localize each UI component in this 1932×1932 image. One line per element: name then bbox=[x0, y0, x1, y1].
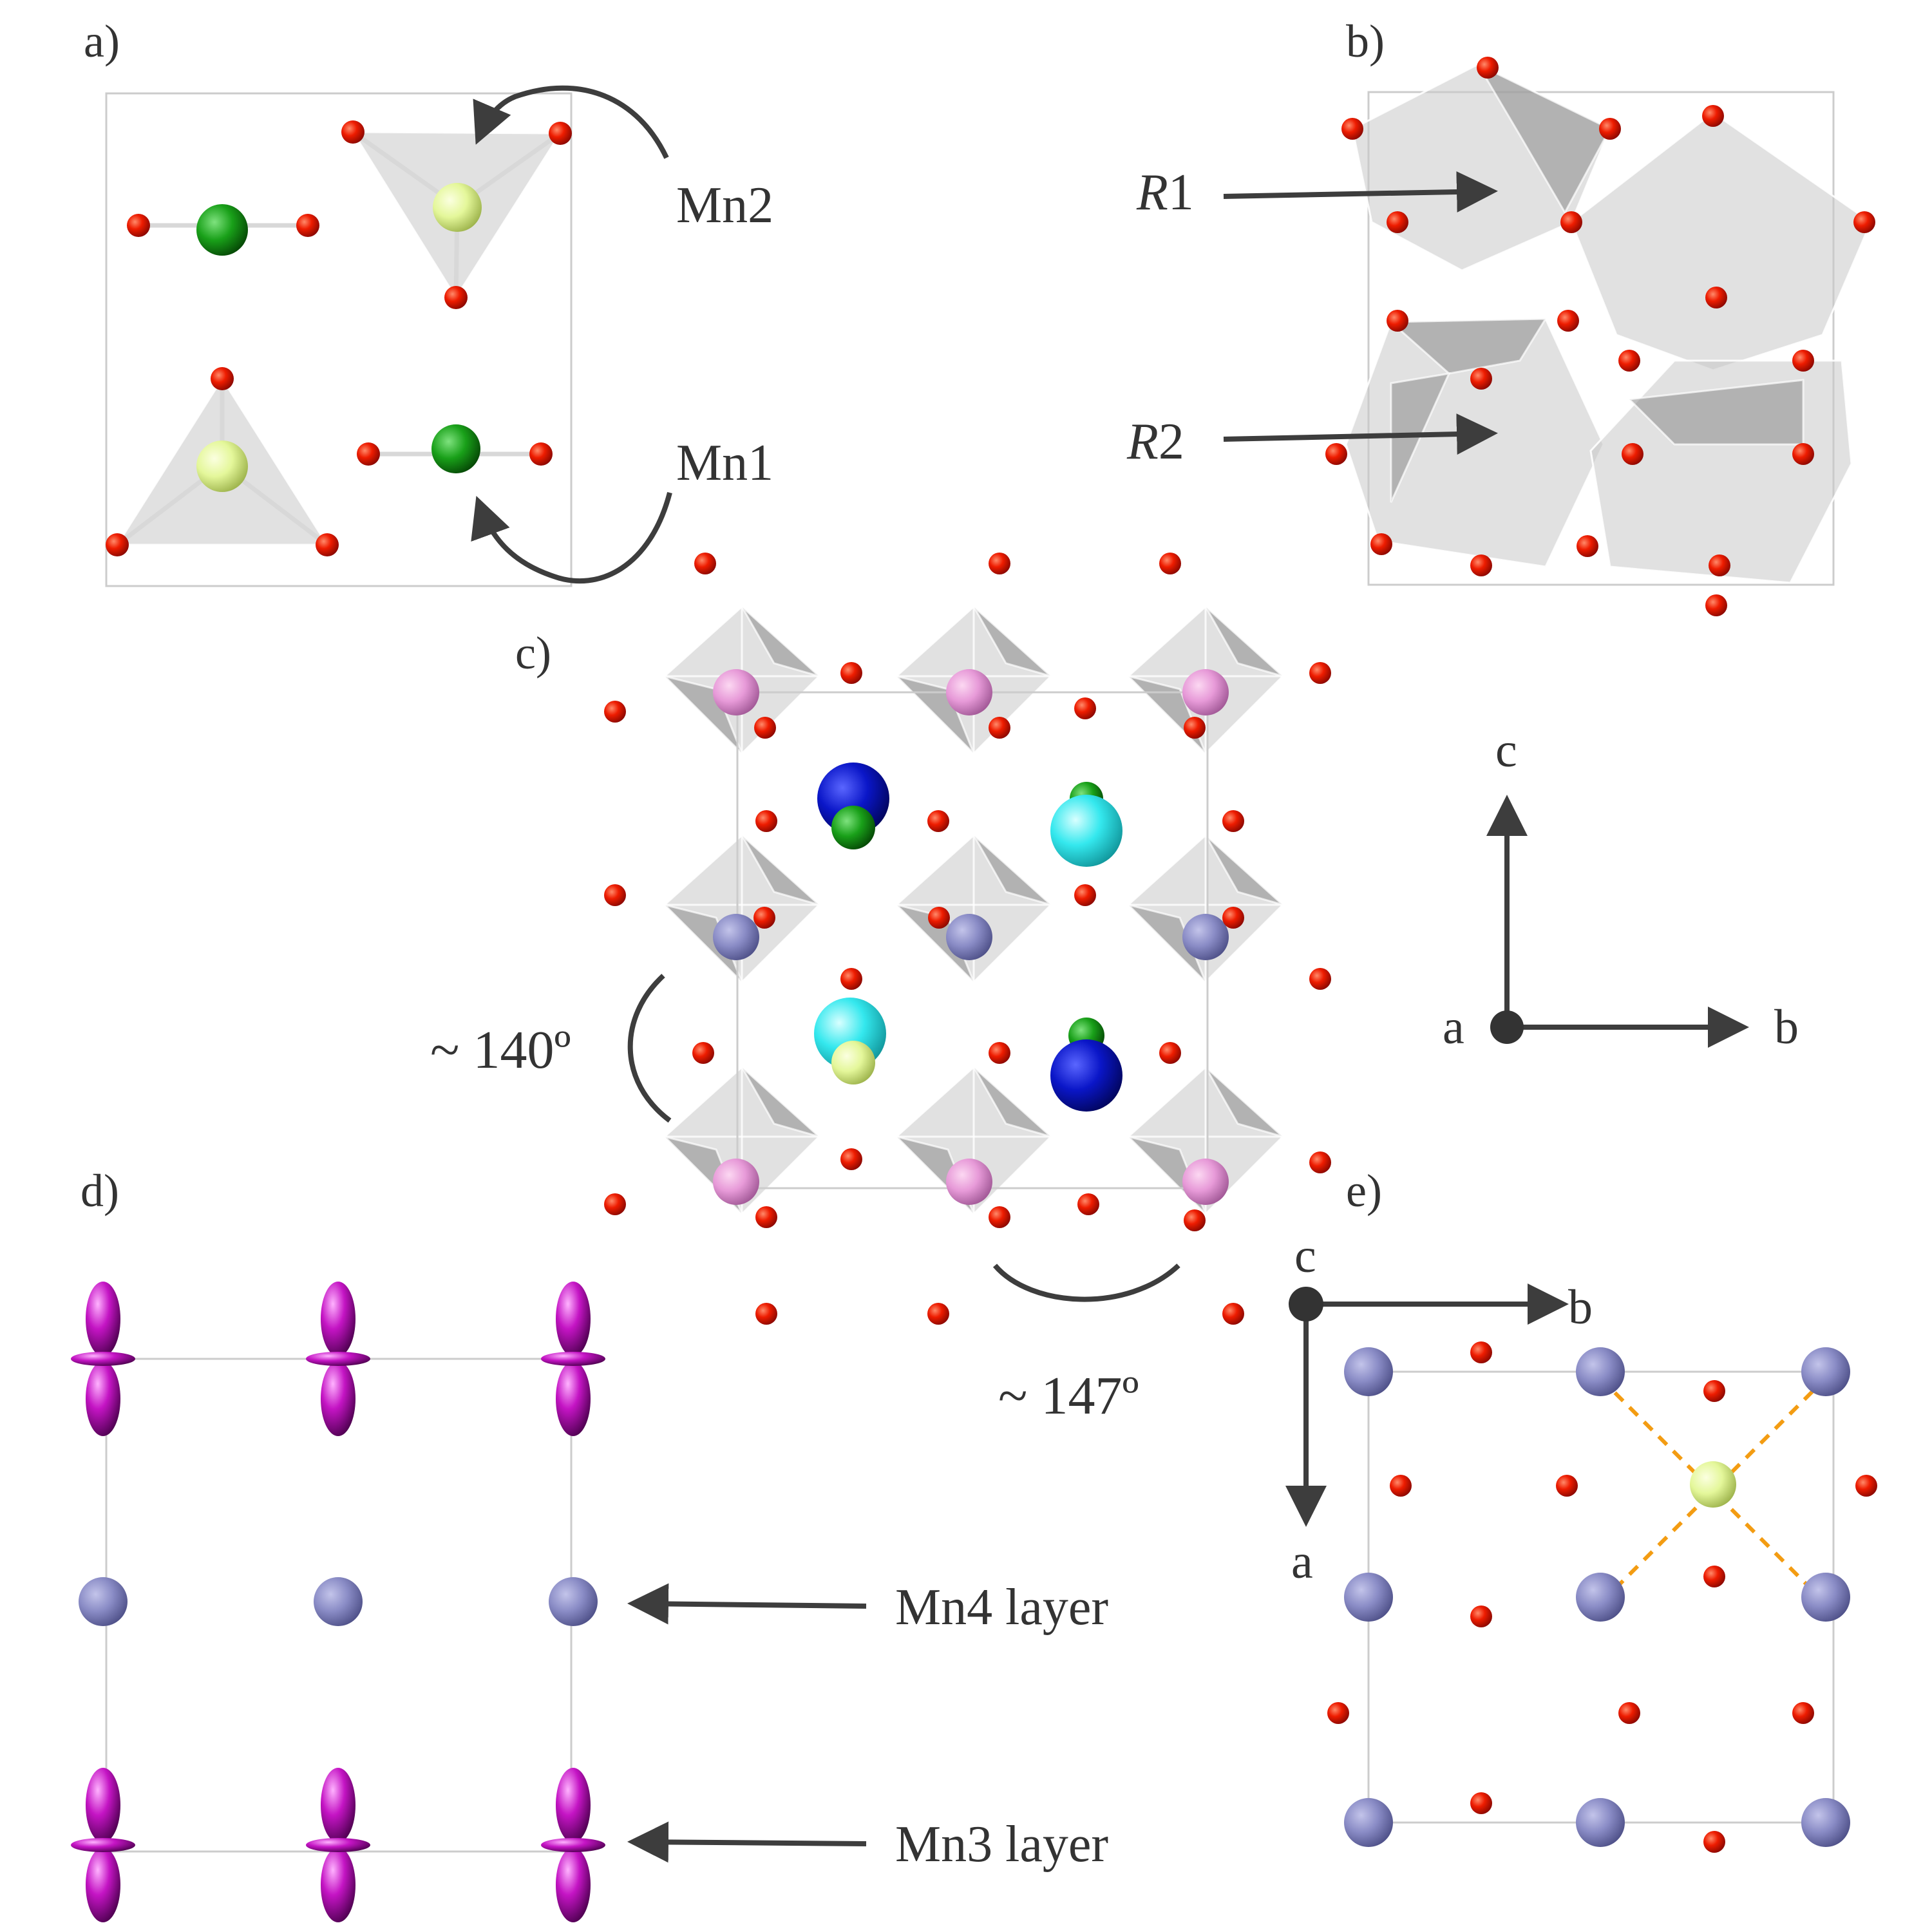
angle-147-label: ~ 147º bbox=[998, 1366, 1139, 1426]
angle-147-arc bbox=[992, 1264, 1180, 1302]
r2-arrow bbox=[1223, 413, 1498, 455]
panel-d: d) Mn4 layer Mn3 layer bbox=[71, 1165, 1108, 1922]
panel-c: c) bbox=[430, 553, 1331, 1426]
panel-e-oxygens bbox=[1327, 1341, 1877, 1853]
r1-arrow bbox=[1223, 171, 1498, 213]
r1-label: R1 bbox=[1136, 164, 1194, 221]
mn3-orbitals-bottom bbox=[71, 1768, 605, 1922]
octahedra-cluster bbox=[1345, 62, 1872, 584]
axis-b-label: b bbox=[1774, 1000, 1799, 1054]
axis-e-a-label: a bbox=[1291, 1535, 1313, 1589]
mn2-label: Mn2 bbox=[676, 177, 773, 234]
axis-c-label: c bbox=[1495, 723, 1517, 777]
panel-c-tag: c) bbox=[515, 627, 551, 679]
mn4-ions-d bbox=[79, 1577, 598, 1626]
mn1-site-top bbox=[127, 204, 319, 256]
mn4-ions-e bbox=[1344, 1347, 1850, 1847]
panel-e-axes: c b a bbox=[1285, 1229, 1593, 1589]
axis-e-c-label: c bbox=[1294, 1229, 1316, 1283]
r2-label: R2 bbox=[1126, 413, 1184, 470]
panel-d-tag: d) bbox=[80, 1165, 119, 1217]
panel-a: a) bbox=[84, 15, 773, 587]
mn1-pointer-arrow bbox=[471, 491, 672, 584]
mn2-ion-e bbox=[1690, 1461, 1736, 1508]
mn2-tetrahedron-top bbox=[341, 120, 572, 309]
mn2-tetrahedron-bottom bbox=[106, 367, 339, 556]
panel-b-oxygens bbox=[1325, 57, 1875, 616]
mn2-pointer-arrow bbox=[473, 85, 669, 159]
angle-140-arc bbox=[627, 974, 672, 1123]
mn1-site-bottom bbox=[357, 424, 553, 473]
panel-b: b) bbox=[1126, 15, 1875, 616]
angle-140-label: ~ 140º bbox=[430, 1020, 571, 1080]
mn1-label: Mn1 bbox=[676, 435, 773, 491]
mn4-layer-arrow bbox=[627, 1583, 867, 1625]
axis-e-b-label: b bbox=[1568, 1280, 1593, 1334]
panel-c-axes: c a b bbox=[1443, 723, 1799, 1054]
mn4-layer-label: Mn4 layer bbox=[895, 1579, 1108, 1636]
panel-e-tag: e) bbox=[1346, 1165, 1382, 1217]
axis-a-label: a bbox=[1443, 1000, 1464, 1054]
panel-c-oxygens bbox=[604, 553, 1331, 1325]
panel-a-tag: a) bbox=[84, 15, 120, 67]
cavity-ions bbox=[814, 762, 1122, 1112]
panel-e: e) c b a bbox=[1285, 1165, 1877, 1853]
panel-a-unit-cell bbox=[105, 92, 573, 587]
mn3-layer-arrow bbox=[627, 1821, 867, 1863]
mn3-layer-label: Mn3 layer bbox=[895, 1816, 1108, 1873]
mn4-ions-c bbox=[713, 914, 1229, 960]
panel-b-unit-cell bbox=[1367, 91, 1835, 586]
panel-b-tag: b) bbox=[1346, 15, 1385, 67]
a-site-pink-ions bbox=[713, 669, 1229, 1205]
